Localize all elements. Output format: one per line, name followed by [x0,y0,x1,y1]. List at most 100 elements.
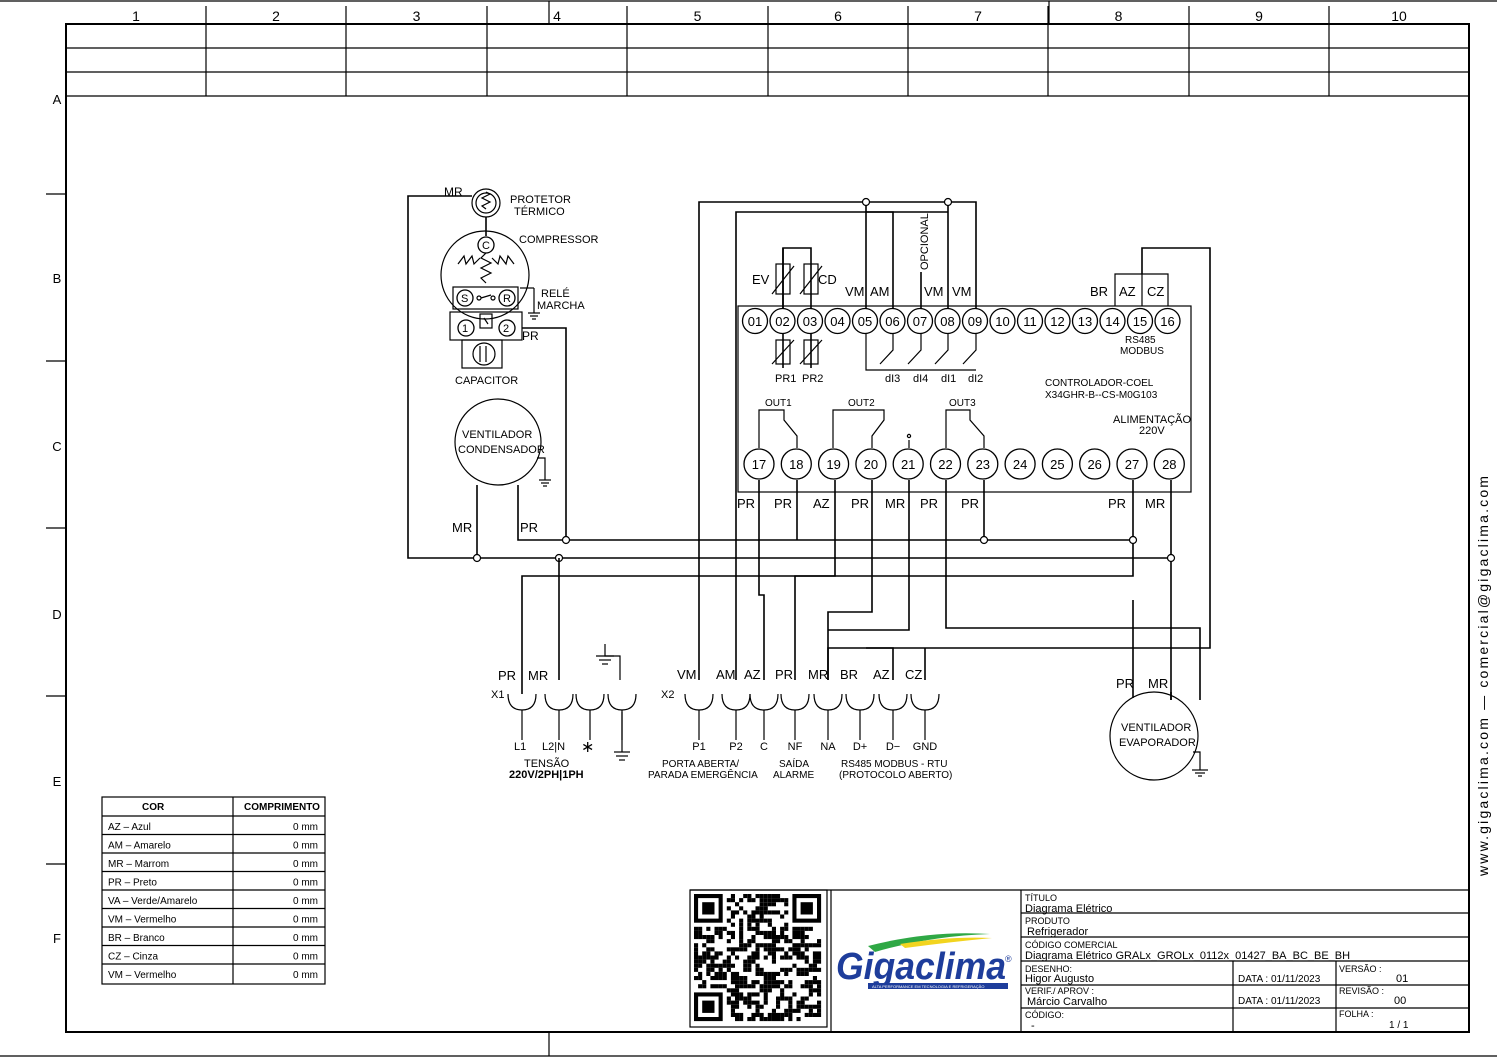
qr-module [759,914,764,919]
qr-module [755,955,760,960]
qr-module [714,930,719,935]
qr-module [817,1004,822,1009]
qr-module [759,930,764,935]
qr-module [747,926,752,931]
qr-module [710,963,715,968]
qr-module [751,1012,756,1017]
bottom-wire-17: PR [737,496,755,511]
color-row-length: 0 mm [293,915,318,926]
compressor-section: MR PROTETOR TÉRMICO C COMPRESSOR S R REL… [407,185,1171,559]
tb-revisao: 00 [1394,995,1406,1007]
qr-module [751,898,756,903]
qr-module [767,943,772,948]
qr-module [817,951,822,956]
qr-module [755,992,760,997]
color-row-name: AM – Amarelo [108,841,171,852]
qr-module [755,947,760,952]
qr-module [726,988,731,993]
qr-module [702,955,707,960]
relay-label-1: RELÉ [541,287,570,300]
x2-terminal-3: C [760,741,768,753]
qr-module [776,935,781,940]
qr-module [730,976,735,981]
qr-module [808,992,813,997]
terminal-11 [1016,307,1044,335]
qr-module [730,1004,735,1009]
qr-module [763,992,768,997]
qr-module [804,971,809,976]
qr-module [730,922,735,927]
qr-module [792,951,797,956]
bottom-wire-22: PR [920,496,938,511]
qr-module [747,984,752,989]
qr-module [812,988,817,993]
qr-module [698,955,703,960]
qr-module [759,1004,764,1009]
qr-module [735,955,740,960]
qr-module [726,996,731,1001]
qr-module [817,1012,822,1017]
logo-text: Gigaclima [836,946,1006,988]
qr-module [792,1008,797,1013]
terminal-05 [851,307,879,335]
qr-module [796,951,801,956]
qr-module [755,922,760,927]
tb-data-2: DATA : 01/11/2023 [1238,996,1321,1007]
compressor-s-label: S [461,293,468,305]
column-label-9: 9 [1255,8,1263,24]
qr-module [698,976,703,981]
tb-produto: Refrigerador [1027,926,1088,938]
qr-module [730,1012,735,1017]
qr-module [763,984,768,989]
qr-module [759,984,764,989]
terminal-label-12: 12 [1050,314,1064,329]
qr-module [755,943,760,948]
controller-name-2: X34GHR-B--CS-M0G103 [1045,390,1158,401]
top-wire-vm-2: VM [924,284,944,299]
qr-module [722,976,727,981]
x2-wire-pr-4: PR [775,667,793,682]
x2-wire-am-2: AM [716,667,736,682]
terminal-26 [1079,448,1111,480]
qr-module [771,971,776,976]
qr-module [718,935,723,940]
condenser-fan-label-1: VENTILADOR [462,429,532,441]
qr-module [771,980,776,985]
logo-swoosh-green [868,933,990,952]
x2-caption-alarm-2: ALARME [773,770,814,781]
qr-finder-core [702,1000,715,1013]
qr-module [812,963,817,968]
x1-lug-3 [575,693,605,711]
qr-finder-core [800,902,813,915]
qr-module [730,963,735,968]
terminal-label-08: 08 [940,314,954,329]
color-table-header-cor: COR [142,802,165,813]
qr-module [767,910,772,915]
qr-module [763,971,768,976]
qr-module [751,984,756,989]
qr-module [796,955,801,960]
qr-module [739,930,744,935]
row-label-D: D [52,607,61,622]
qr-module [771,898,776,903]
color-row-length: 0 mm [293,970,318,981]
tb-codigo-label: CÓDIGO COMERCIAL [1025,940,1118,950]
qr-module [718,971,723,976]
logo-swoosh-yellow [900,937,992,948]
terminal-17 [743,448,775,480]
qr-module [804,984,809,989]
qr-module [800,951,805,956]
tb-produto-label: PRODUTO [1025,916,1070,926]
terminal-label-02: 02 [775,314,789,329]
qr-module [747,914,752,919]
qr-module [788,996,793,1001]
controller-name-1: CONTROLADOR-COEL [1045,378,1154,389]
qr-module [739,992,744,997]
qr-module [706,971,711,976]
terminal-label-04: 04 [830,314,844,329]
capacitor-label: CAPACITOR [455,375,518,387]
ev-label: EV [752,272,770,287]
qr-module [804,1004,809,1009]
color-row-length: 0 mm [293,896,318,907]
